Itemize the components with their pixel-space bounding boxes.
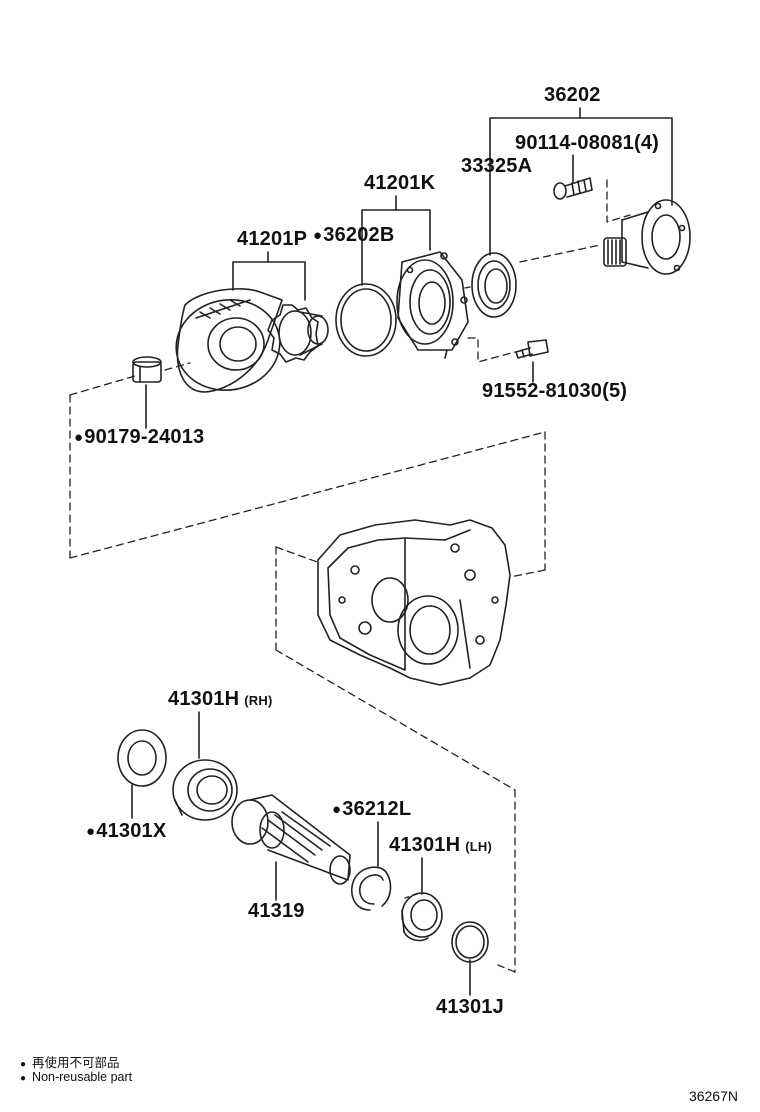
part-number: 41301H xyxy=(389,834,461,856)
legend-text-japanese: 再使用不可部品 xyxy=(32,1056,120,1070)
part-label-41201K: 41201K xyxy=(364,172,435,195)
shaft-41319 xyxy=(231,794,351,885)
pinion-gear xyxy=(267,304,329,363)
ring-41301J xyxy=(451,921,489,963)
non-reusable-mark: ● xyxy=(74,429,84,446)
legend-text-english: Non-reusable part xyxy=(32,1070,133,1084)
part-label-41301X: ●41301X xyxy=(86,820,166,843)
part-number: 41201K xyxy=(364,172,436,194)
part-number: 41301J xyxy=(436,996,504,1018)
part-label-36212L: ●36212L xyxy=(332,798,411,821)
part-label-41301H-lh: 41301H (LH) xyxy=(389,834,492,857)
output-flange-36202 xyxy=(603,199,691,275)
transfer-case-housing xyxy=(317,519,511,686)
legend-line-japanese: ● 再使用不可部品 xyxy=(20,1052,120,1071)
part-number: 33325A xyxy=(461,155,533,177)
washer-41301X xyxy=(117,729,167,787)
part-label-36202: 36202 xyxy=(544,84,601,107)
retainer-41201K xyxy=(396,251,469,359)
part-label-36202B: ●36202B xyxy=(313,224,395,247)
part-number: 90114-08081(4) xyxy=(515,132,660,154)
part-number: 36212L xyxy=(342,798,412,820)
bolt-91552 xyxy=(515,339,549,359)
part-number: 90179-24013 xyxy=(84,426,205,448)
part-number: 41301H xyxy=(168,688,240,710)
non-reusable-mark: ● xyxy=(332,801,342,818)
legend-line-english: ● Non-reusable part xyxy=(20,1070,132,1084)
plug-90179 xyxy=(132,356,162,383)
part-label-91552-81030: 91552-81030(5) xyxy=(482,380,627,403)
part-suffix: (RH) xyxy=(244,693,273,708)
assembly-dashed-lines xyxy=(69,179,631,973)
part-number: 41201P xyxy=(237,228,308,250)
bearing-41301H-rh xyxy=(172,759,238,821)
leader-lines xyxy=(131,107,673,996)
part-label-41301J: 41301J xyxy=(436,996,504,1019)
diagram-reference-code: 36267N xyxy=(688,1088,738,1104)
part-label-90114-08081: 90114-08081(4) xyxy=(515,132,659,155)
part-label-33325A: 33325A xyxy=(461,155,532,178)
oil-seal-33325A xyxy=(471,252,517,318)
snap-ring-36212L xyxy=(351,866,392,911)
part-number: 41301X xyxy=(96,820,167,842)
part-label-41301H-rh: 41301H (RH) xyxy=(168,688,273,711)
part-label-41319: 41319 xyxy=(248,900,305,923)
bolt-90114 xyxy=(553,177,593,200)
ring-gear-41201P xyxy=(175,288,283,393)
part-number: 91552-81030(5) xyxy=(482,380,628,402)
non-reusable-mark: ● xyxy=(86,823,96,840)
non-reusable-mark: ● xyxy=(20,1059,27,1070)
non-reusable-mark: ● xyxy=(20,1073,27,1084)
part-label-41201P: 41201P xyxy=(237,228,307,251)
part-number: 36202 xyxy=(544,84,601,106)
part-number: 36202B xyxy=(323,224,395,246)
non-reusable-mark: ● xyxy=(313,227,323,244)
part-number: 41319 xyxy=(248,900,305,922)
part-suffix: (LH) xyxy=(465,839,493,854)
bearing-41301H-lh xyxy=(401,892,443,942)
o-ring-36202B xyxy=(335,283,397,357)
part-label-90179-24013: ●90179-24013 xyxy=(74,426,204,449)
